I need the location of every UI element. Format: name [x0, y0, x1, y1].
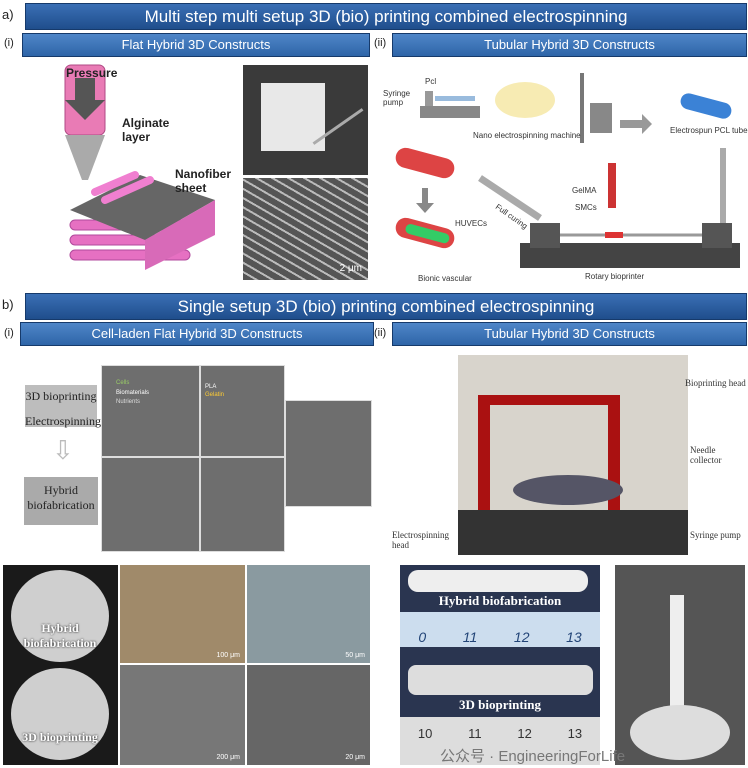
biomaterials-label: Biomaterials: [116, 390, 150, 396]
nanofiber-sheet-photo: [243, 65, 368, 175]
bioprinting-label: 3D bioprinting: [25, 389, 97, 403]
nanofiber-label: Nanofiber sheet: [175, 167, 232, 195]
a-i-index: (i): [4, 37, 14, 49]
micrograph-2: 50 μm: [247, 565, 370, 663]
final-construct-tile: [285, 400, 372, 507]
b-ii-title: Tubular Hybrid 3D Constructs: [392, 322, 747, 346]
bioprinting-head-label: Bioprinting head: [685, 378, 746, 388]
b-i-title: Cell-laden Flat Hybrid 3D Constructs: [20, 322, 374, 346]
scale-label: 20 μm: [345, 754, 365, 761]
ruler-top: 0 11 12 13: [400, 629, 600, 645]
cells-label: Cells: [116, 380, 130, 386]
sem-1: 200 μm: [120, 665, 245, 765]
smcs-label: SMCs: [575, 203, 597, 212]
electrospinning-label: Electrospinning: [25, 414, 101, 428]
panel-a-title: Multi step multi setup 3D (bio) printing…: [25, 3, 747, 30]
tick: 11: [468, 726, 482, 741]
bioprinting-tile-2: [101, 457, 200, 552]
b-ii-index: (ii): [374, 327, 387, 339]
strip-hybrid-label: Hybrid biofabrication: [438, 593, 562, 608]
sem-scale-bar: 2 μm: [339, 263, 362, 274]
tick: 11: [462, 629, 478, 645]
tick: 0: [418, 629, 427, 645]
bioprinting-tile: Cells Biomaterials Nutrients: [101, 365, 200, 457]
panel-b-title: Single setup 3D (bio) printing combined …: [25, 293, 747, 320]
pla-label: PLA: [205, 384, 217, 390]
watermark: 公众号 · EngineeringForLife: [440, 748, 626, 765]
gelatin-label: Gelatin: [205, 392, 225, 398]
b-i-index: (i): [4, 327, 14, 339]
strip-photo: Hybrid biofabrication 0 11 12 13 3D bioprin…: [400, 565, 600, 765]
tube-label: Electrospun PCL tube: [670, 126, 748, 135]
scale-label: 50 μm: [345, 652, 365, 659]
sem-2: 20 μm: [247, 665, 370, 765]
electrospinning-tile: PLA Gelatin: [200, 365, 285, 457]
panel-a-letter: a): [2, 7, 14, 22]
a-ii-title: Tubular Hybrid 3D Constructs: [392, 33, 747, 57]
dish-hybrid-label: Hybrid biofabrication: [23, 621, 97, 650]
rotary-label: Rotary bioprinter: [585, 272, 645, 281]
micrograph-1: 100 μm: [120, 565, 245, 663]
tick: 12: [517, 726, 532, 741]
machine-label: Nano electrospinning machine: [473, 131, 581, 140]
printer-photo: [458, 355, 688, 555]
tick: 13: [567, 726, 583, 741]
pressure-label: Pressure: [66, 66, 118, 80]
electrospinning-head-label: Electrospinning head: [392, 530, 449, 550]
a-ii-index: (ii): [374, 37, 387, 49]
sem-image: 2 μm: [243, 178, 368, 280]
panel-b-letter: b): [2, 297, 14, 312]
dish-3d-label: 3D bioprinting: [22, 730, 98, 744]
tube-photo: [615, 565, 745, 765]
gelma-label: GelMA: [572, 186, 597, 195]
scale-label: 200 μm: [216, 754, 241, 761]
needle-collector-label: Needle collector: [690, 445, 722, 465]
bionic-label: Bionic vascular: [418, 274, 472, 283]
petri-dish-photo: Hybrid biofabrication 3D bioprinting: [3, 565, 118, 765]
flat-hybrid-illustration: [64, 64, 215, 270]
alginate-label: Alginate layer: [122, 116, 170, 144]
hybrid-box: Hybrid biofabrication: [24, 477, 98, 525]
tick: 12: [513, 629, 530, 645]
pcl-label: Pcl: [425, 77, 437, 86]
electrospinning-tile-2: [200, 457, 285, 552]
huvecs-label: HUVECs: [455, 219, 488, 228]
down-arrow-icon: ⇩: [52, 435, 74, 465]
strip-3d-label: 3D bioprinting: [459, 697, 541, 712]
process-box: 3D bioprinting Electrospinning: [25, 385, 101, 428]
syringe-pump-label-b: Syringe pump: [690, 530, 741, 540]
a-i-title: Flat Hybrid 3D Constructs: [22, 33, 370, 57]
ruler-bottom: 10 11 12 13: [400, 726, 600, 741]
syringe-pump-label: Syringe pump: [383, 89, 411, 107]
tick: 13: [566, 629, 582, 645]
tick: 10: [417, 726, 433, 741]
tubular-process-diagram: [395, 73, 740, 268]
nutrients-label: Nutrients: [116, 399, 141, 405]
scale-label: 100 μm: [216, 652, 241, 659]
